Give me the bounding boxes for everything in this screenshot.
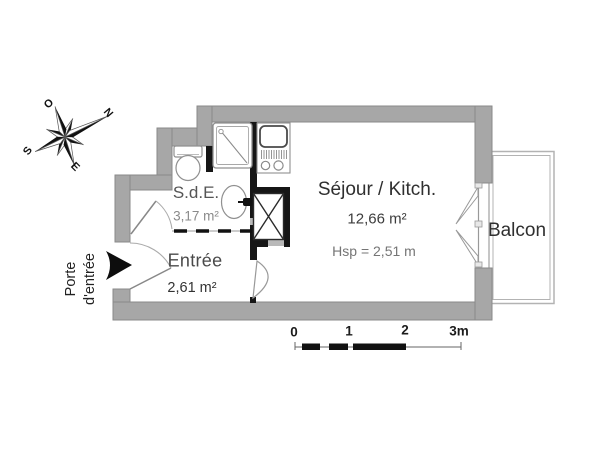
room-label-sde: S.d.E.	[172, 183, 220, 202]
kitchen-burner	[260, 160, 271, 171]
balcony-door	[455, 182, 483, 268]
sejour-door	[252, 259, 269, 300]
wall-top-jog	[196, 105, 213, 147]
scale-bar	[294, 342, 462, 350]
shower-drain	[218, 128, 224, 135]
entrance-door-label: Porte d'entrée	[63, 253, 98, 305]
exterior-walls	[112, 105, 493, 321]
wall-notch-2	[268, 240, 284, 246]
wall-toilet-shower	[206, 146, 213, 172]
toilet	[173, 145, 203, 182]
room-label-balcon: Balcon	[487, 220, 547, 241]
sde-door	[130, 200, 173, 235]
wall-top	[196, 105, 493, 123]
wall-closet-right	[284, 187, 290, 247]
ceiling-height-label: Hsp = 2,51 m	[332, 243, 416, 259]
room-label-sejour: Séjour / Kitch.	[317, 179, 437, 200]
kitchen-sink	[259, 125, 288, 148]
wall-closet-bottom	[250, 240, 268, 247]
room-area-sde: 3,17 m²	[173, 208, 219, 224]
wall-bottom	[112, 301, 493, 321]
room-area-sejour: 12,66 m²	[347, 210, 407, 228]
entrance-door	[129, 242, 172, 290]
kitchen-drainboard	[261, 150, 287, 159]
scale-tick-1: 1	[345, 323, 353, 339]
wall-right-upper	[474, 105, 493, 184]
scale-tick-3m: 3m	[449, 323, 469, 339]
room-area-entree: 2,61 m²	[167, 280, 217, 296]
wall-closet-top	[250, 187, 290, 193]
wall-right-lower	[474, 267, 493, 321]
wall-left-upper	[114, 174, 131, 243]
room-label-entree: Entrée	[167, 250, 223, 271]
compass-rose-icon	[34, 106, 109, 166]
wash-basin	[220, 184, 253, 220]
scale-tick-2: 2	[401, 322, 409, 338]
shower	[212, 122, 253, 169]
kitchenette	[256, 122, 291, 174]
basin-tap	[243, 198, 253, 206]
door-jamb-stub	[250, 297, 256, 303]
kitchen-burner-2	[273, 160, 284, 171]
closet-box	[252, 192, 285, 241]
balcony-outline	[488, 150, 555, 305]
entrance-arrow-icon	[106, 251, 132, 280]
scale-tick-0: 0	[290, 324, 298, 340]
